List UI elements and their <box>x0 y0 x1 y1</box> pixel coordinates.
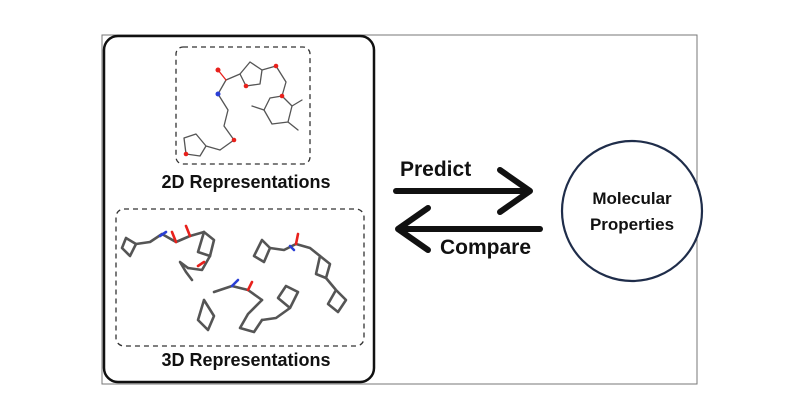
molecule-2d-heteroatoms <box>183 63 285 157</box>
molecular-properties-label: Molecular Properties <box>552 186 712 238</box>
rep-3d-label: 3D Representations <box>161 350 331 370</box>
representations-panel <box>102 34 376 384</box>
rep-2d-label: 2D Representations <box>161 172 331 192</box>
molecular-properties-line1: Molecular <box>592 189 672 208</box>
molecule-3d-heteroatoms <box>158 224 300 292</box>
molecular-properties-line2: Properties <box>589 215 675 234</box>
molecule-3d-conformers <box>120 230 348 334</box>
compare-arrow <box>395 205 543 253</box>
rep-2d-box <box>175 46 311 165</box>
compare-label: Compare <box>440 236 532 259</box>
predict-arrow <box>393 167 533 215</box>
predict-label: Predict <box>400 158 472 181</box>
molecular-properties-circle <box>560 139 704 283</box>
